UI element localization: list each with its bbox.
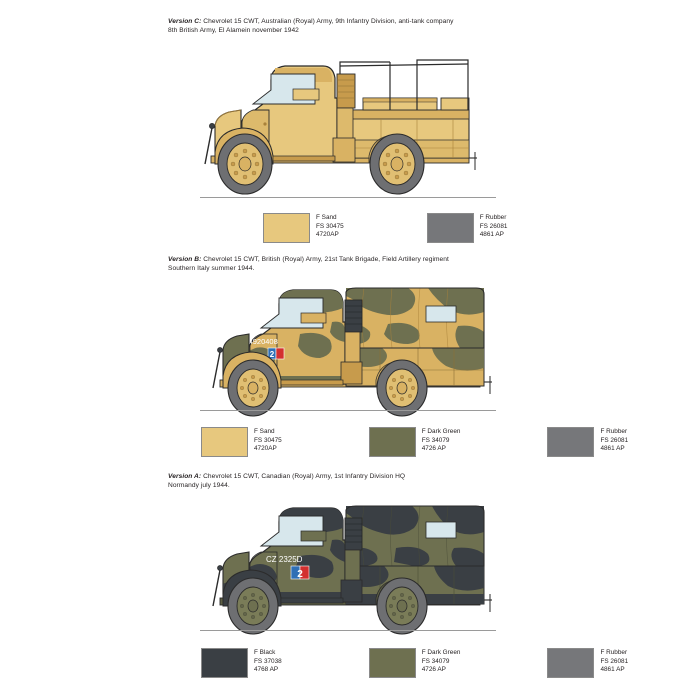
color-swatch: F Rubber FS 26081 4861 AP <box>547 427 628 457</box>
color-swatch: F Sand FS 30475 4720AP <box>201 427 282 457</box>
version-c-caption-line2: 8th British Army, El Alamein november 19… <box>168 27 299 35</box>
color-chip <box>547 427 595 457</box>
color-chip <box>368 648 416 678</box>
color-chip <box>201 648 248 678</box>
registration-marking-version-b: Z4920408 <box>244 337 278 346</box>
color-fs: FS 34079 <box>421 657 450 665</box>
ground-line-version-a <box>200 630 496 631</box>
svg-text:2: 2 <box>297 569 303 580</box>
color-chip-text: F Dark Green FS 34079 4726 AP <box>422 427 461 454</box>
color-chip <box>263 213 310 243</box>
color-name: F Rubber <box>600 649 628 656</box>
color-name: F Dark Green <box>421 649 461 656</box>
color-chip-text: F Rubber FS 26081 4861 AP <box>600 427 628 454</box>
color-name: F Rubber <box>600 428 628 435</box>
color-fs: FS 26081 <box>479 222 508 230</box>
color-fs: FS 30475 <box>254 436 282 444</box>
color-code: 4861 AP <box>600 445 625 453</box>
color-code: 4720AP <box>254 445 277 453</box>
vehicle-illustration-version-a: CZ 2325D 2 <box>196 500 536 635</box>
color-code: 4726 AP <box>421 445 446 453</box>
color-chip <box>547 648 595 678</box>
registration-marking-version-a: CZ 2325D <box>266 555 303 564</box>
caption-version-b: Version B: Chevrolet 15 CWT, British (Ro… <box>168 255 449 273</box>
color-name: F Sand <box>254 428 275 435</box>
color-chip-text: F Sand FS 30475 4720AP <box>316 213 344 240</box>
color-code: 4726 AP <box>421 666 446 674</box>
color-code: 4768 AP <box>254 666 279 674</box>
color-code: 4861 AP <box>479 231 504 239</box>
ground-line-version-c <box>200 197 496 198</box>
color-fs: FS 26081 <box>600 436 629 444</box>
ground-line-version-b <box>200 410 496 411</box>
vehicle-illustration-version-c <box>185 52 525 212</box>
color-swatch: F Dark Green FS 34079 4726 AP <box>368 648 461 678</box>
unit-insignia-version-b: 2 <box>267 347 285 360</box>
color-swatches-version-b: F Sand FS 30475 4720AP F Dark Green FS 3… <box>201 427 628 457</box>
color-swatches-version-c: F Sand FS 30475 4720AP F Rubber FS 26081… <box>263 213 507 243</box>
caption-version-a: Version A: Chevrolet 15 CWT, Canadian (R… <box>168 472 405 490</box>
color-fs: FS 26081 <box>600 657 629 665</box>
color-chip <box>368 427 416 457</box>
color-fs: FS 30475 <box>316 222 344 230</box>
color-code: 4720AP <box>316 231 339 239</box>
version-b-caption-line1: Chevrolet 15 CWT, British (Royal) Army, … <box>203 256 449 263</box>
color-swatch: F Rubber FS 26081 4861 AP <box>426 213 508 243</box>
vehicle-illustration-version-b: Z4920408 2 <box>196 282 536 417</box>
color-name: F Black <box>254 649 276 656</box>
caption-version-c: Version C: Chevrolet 15 CWT, Australian … <box>168 17 453 35</box>
color-fs: FS 37038 <box>254 657 282 665</box>
color-chip <box>426 213 474 243</box>
color-chip <box>201 427 248 457</box>
version-a-caption-line2: Normandy july 1944. <box>168 482 230 490</box>
unit-insignia-version-a: 2 <box>290 565 310 580</box>
version-c-label: Version C: <box>168 18 202 25</box>
color-name: F Sand <box>316 214 337 221</box>
color-swatch: F Rubber FS 26081 4861 AP <box>547 648 628 678</box>
version-b-label: Version B: <box>168 256 202 263</box>
color-chip-text: F Sand FS 30475 4720AP <box>254 427 282 454</box>
color-swatch: F Dark Green FS 34079 4726 AP <box>368 427 461 457</box>
color-swatches-version-a: F Black FS 37038 4768 AP F Dark Green FS… <box>201 648 628 678</box>
color-chip-text: F Rubber FS 26081 4861 AP <box>600 648 628 675</box>
svg-text:2: 2 <box>270 350 275 359</box>
color-name: F Rubber <box>479 214 507 221</box>
color-code: 4861 AP <box>600 666 625 674</box>
color-fs: FS 34079 <box>421 436 450 444</box>
version-a-label: Version A: <box>168 473 202 480</box>
color-name: F Dark Green <box>421 428 461 435</box>
color-chip-text: F Black FS 37038 4768 AP <box>254 648 282 675</box>
color-chip-text: F Rubber FS 26081 4861 AP <box>480 213 508 240</box>
color-chip-text: F Dark Green FS 34079 4726 AP <box>422 648 461 675</box>
version-a-caption-line1: Chevrolet 15 CWT, Canadian (Royal) Army,… <box>203 473 406 480</box>
color-swatch: F Black FS 37038 4768 AP <box>201 648 282 678</box>
version-c-caption-line1: Chevrolet 15 CWT, Australian (Royal) Arm… <box>203 18 454 25</box>
color-swatch: F Sand FS 30475 4720AP <box>263 213 344 243</box>
version-b-caption-line2: Southern Italy summer 1944. <box>168 265 255 273</box>
